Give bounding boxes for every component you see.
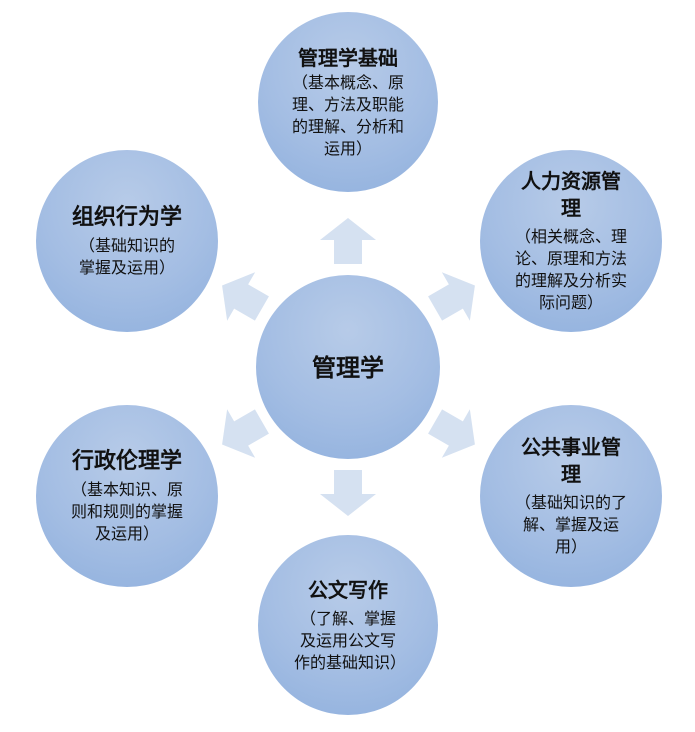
node-title: 管理学基础: [298, 45, 398, 70]
arrow-lower-left-icon: [222, 409, 269, 458]
node-desc: （基础知识的掌握及运用）: [78, 235, 175, 277]
arrow-lower-right-icon: [428, 409, 475, 458]
arrow-down-icon: [320, 470, 376, 516]
arrow-up-icon: [320, 218, 376, 264]
node-title: 公共事业管理: [521, 435, 621, 486]
node-hr-management: 人力资源管理 （相关概念、理论、原理和方法的理解及分析实际问题）: [480, 150, 662, 332]
node-desc: （基础知识的了解、掌握及运用）: [514, 493, 627, 556]
node-document-writing: 公文写作 （了解、掌握及运用公文写作的基础知识）: [258, 535, 438, 715]
node-title: 行政伦理学: [71, 447, 182, 474]
node-desc: （基本概念、原理、方法及职能的理解、分析和运用）: [292, 72, 405, 158]
node-title: 人力资源管理: [521, 169, 621, 220]
node-admin-ethics: 行政伦理学 （基本知识、原则和规则的掌握及运用）: [36, 405, 218, 587]
node-desc: （基本知识、原则和规则的掌握及运用）: [70, 479, 183, 543]
center-title: 管理学: [312, 352, 384, 382]
arrow-upper-left-icon: [222, 272, 269, 321]
center-circle: 管理学: [256, 275, 440, 459]
node-public-affairs: 公共事业管理 （基础知识的了解、掌握及运用）: [480, 405, 662, 587]
node-management-basics: 管理学基础 （基本概念、原理、方法及职能的理解、分析和运用）: [258, 12, 438, 192]
node-title: 公文写作: [308, 577, 388, 602]
node-org-behavior: 组织行为学 （基础知识的掌握及运用）: [36, 150, 218, 332]
node-title: 组织行为学: [72, 203, 183, 230]
arrow-upper-right-icon: [428, 272, 475, 321]
node-desc: （了解、掌握及运用公文写作的基础知识）: [294, 608, 407, 672]
node-desc: （相关概念、理论、原理和方法的理解及分析实际问题）: [514, 227, 627, 312]
